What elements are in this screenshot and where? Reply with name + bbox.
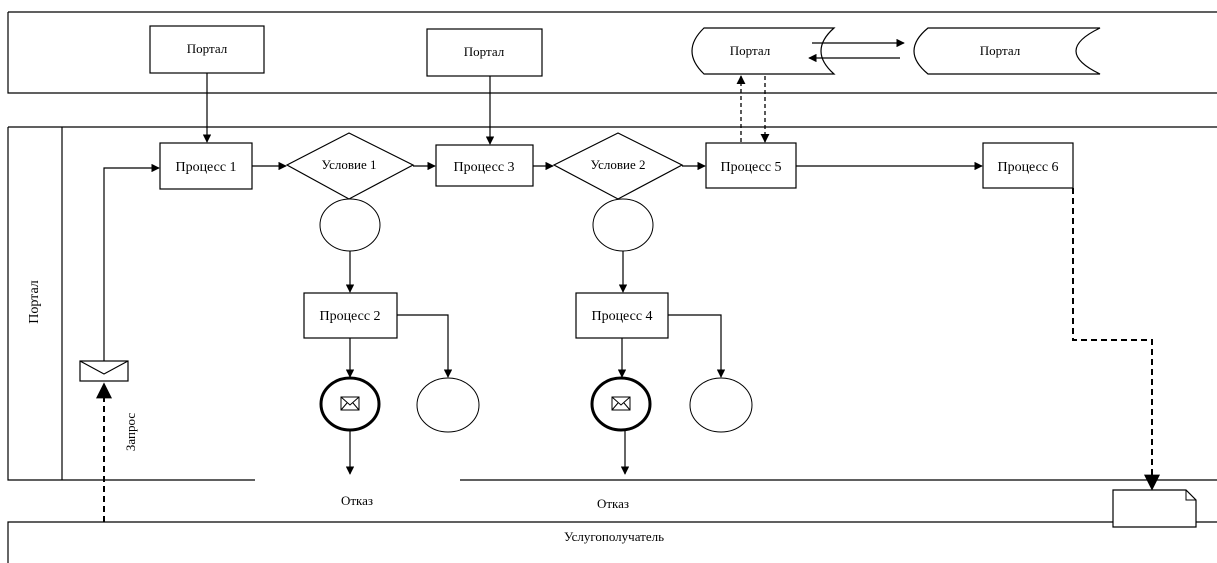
output-document	[1112, 489, 1197, 528]
process-4-label: Процесс 4	[591, 309, 652, 324]
connectors	[96, 73, 1160, 522]
portal-node-1: Портал	[149, 25, 265, 74]
process-1: Процесс 1	[159, 142, 253, 190]
event-circle-1	[319, 198, 381, 252]
portal-storage-3-label: Портал	[730, 43, 771, 58]
portal-exchange-arrows	[808, 38, 905, 63]
envelope-icon	[340, 396, 360, 411]
refusal-label-1: Отказ	[341, 493, 373, 508]
process-6-label: Процесс 6	[997, 160, 1058, 175]
process-1-label: Процесс 1	[175, 160, 236, 175]
condition-1-label: Условие 1	[321, 157, 376, 172]
refusal-label-2: Отказ	[597, 496, 629, 511]
portal-node-2-label: Портал	[464, 44, 505, 59]
process-2-label: Процесс 2	[319, 309, 380, 324]
process-3: Процесс 3	[435, 144, 534, 187]
bottom-lane: Услугополучатель	[7, 521, 1217, 563]
event-circle-2	[592, 198, 654, 252]
process-6: Процесс 6	[982, 142, 1074, 189]
request-label: Запрос	[123, 413, 138, 451]
message-end-event-2	[590, 376, 652, 432]
process-5-label: Процесс 5	[720, 160, 781, 175]
process-2: Процесс 2	[303, 292, 398, 339]
middle-lane-label: Портал	[27, 280, 42, 324]
condition-2: Условие 2	[552, 132, 684, 200]
portal-storage-4-label: Портал	[980, 43, 1021, 58]
envelope-icon	[611, 396, 631, 411]
top-lane	[7, 11, 1217, 94]
portal-storage-3: Портал	[691, 27, 836, 75]
portal-node-2: Портал	[426, 28, 543, 77]
end-circle-1	[416, 377, 480, 433]
end-circle-2	[689, 377, 753, 433]
request-envelope	[79, 360, 129, 382]
middle-lane: Портал	[7, 126, 1217, 481]
condition-1: Условие 1	[285, 132, 415, 200]
process-5: Процесс 5	[705, 142, 797, 189]
bottom-lane-label: Услугополучатель	[564, 529, 664, 544]
message-end-event-1	[319, 376, 381, 432]
portal-storage-4: Портал	[913, 27, 1101, 75]
portal-node-1-label: Портал	[187, 41, 228, 56]
condition-2-label: Условие 2	[590, 157, 645, 172]
process-4: Процесс 4	[575, 292, 669, 339]
process-3-label: Процесс 3	[453, 160, 514, 175]
